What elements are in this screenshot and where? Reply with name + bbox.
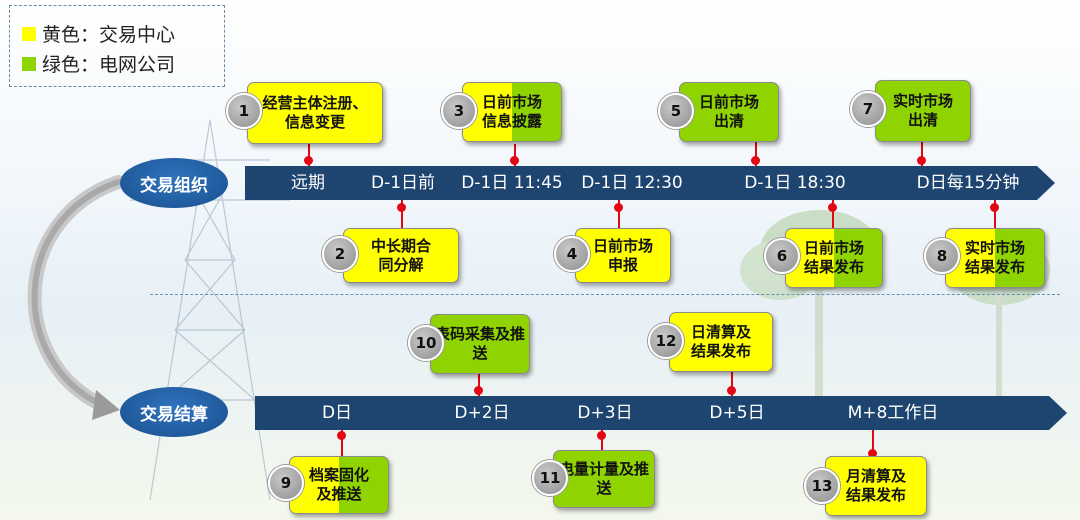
phase-label-organize: 交易组织: [120, 158, 228, 208]
step-text: 日清算及: [691, 323, 751, 341]
timeline-tick: 远期: [291, 166, 325, 200]
step-number-badge: 3: [441, 93, 477, 129]
timeline-tick: D+2日: [454, 396, 509, 430]
legend-item-yellow: 黄色：交易中心: [22, 20, 175, 47]
step-number-badge: 4: [554, 236, 590, 272]
connector-dot: [917, 156, 926, 165]
timeline-tick: D-1日前: [371, 166, 435, 200]
timeline-tick: D日: [322, 396, 352, 430]
step-number-badge: 13: [804, 468, 840, 504]
connector-dot: [614, 203, 623, 212]
step-text: 送: [596, 479, 611, 497]
step-box: 经营主体注册、信息变更: [247, 82, 383, 144]
connector-dot: [397, 203, 406, 212]
step-number-badge: 6: [764, 238, 800, 274]
connector-dot: [990, 203, 999, 212]
step-text: 日前市场: [804, 239, 864, 257]
step-text: 结果发布: [846, 486, 906, 504]
step-number-badge: 11: [532, 460, 568, 496]
phase-label-settle: 交易结算: [120, 387, 228, 437]
timeline-tick: D-1日 11:45: [461, 166, 562, 200]
step-number-badge: 12: [648, 323, 684, 359]
step-text: 月清算及: [846, 467, 906, 485]
step-number-badge: 2: [322, 236, 358, 272]
step-text: 出清: [908, 111, 938, 129]
step-text: 结果发布: [804, 258, 864, 276]
legend-item-green: 绿色：电网公司: [22, 50, 175, 77]
phase-divider: [150, 294, 1060, 295]
timeline-tick: M+8工作日: [848, 396, 939, 430]
step-box: 日前市场信息披露: [462, 82, 562, 142]
connector-dot: [727, 386, 736, 395]
step-text: 日前市场: [593, 237, 653, 255]
connector-dot: [751, 156, 760, 165]
connector-dot: [337, 431, 346, 440]
timeline-tick: D-1日 12:30: [581, 166, 682, 200]
step-text: 日前市场: [482, 93, 542, 111]
step-box: 电量计量及推送: [553, 450, 655, 508]
connector-dot: [510, 156, 519, 165]
step-text: 日前市场: [699, 93, 759, 111]
step-box: 表码采集及推送: [430, 314, 530, 374]
timeline-tick: D-1日 18:30: [744, 166, 845, 200]
connector-dot: [304, 156, 313, 165]
step-number-badge: 9: [268, 465, 304, 501]
step-box: 中长期合同分解: [343, 228, 459, 283]
step-text: 同分解: [378, 256, 423, 274]
step-box: 实时市场出清: [875, 80, 971, 142]
step-text: 经营主体注册、: [262, 94, 367, 112]
step-text: 送: [472, 344, 487, 362]
timeline-tick: D+5日: [709, 396, 764, 430]
legend-label-yellow: 黄色：交易中心: [42, 20, 175, 47]
step-number-badge: 7: [850, 91, 886, 127]
step-text: 档案固化: [309, 466, 369, 484]
step-text: 结果发布: [965, 258, 1025, 276]
step-text: 实时市场: [965, 239, 1025, 257]
step-number-badge: 1: [226, 93, 262, 129]
step-box: 实时市场结果发布: [945, 228, 1045, 288]
step-text: 电量计量及推: [559, 460, 649, 478]
legend-swatch-green: [22, 57, 36, 71]
step-number-badge: 5: [658, 93, 694, 129]
step-box: 日清算及结果发布: [669, 312, 773, 372]
step-box: 档案固化及推送: [289, 456, 389, 514]
step-text: 出清: [714, 112, 744, 130]
connector-dot: [474, 386, 483, 395]
legend-swatch-yellow: [22, 27, 36, 41]
step-text: 中长期合: [371, 237, 431, 255]
step-text: 实时市场: [893, 92, 953, 110]
step-text: 申报: [608, 256, 638, 274]
step-text: 表码采集及推: [435, 325, 525, 343]
step-box: 月清算及结果发布: [825, 456, 927, 516]
step-text: 信息变更: [285, 113, 345, 131]
step-text: 结果发布: [691, 342, 751, 360]
timeline-arrow-settle: [255, 396, 1067, 430]
step-number-badge: 10: [408, 325, 444, 361]
step-text: 信息披露: [482, 112, 542, 130]
step-text: 及推送: [316, 485, 361, 503]
legend-label-green: 绿色：电网公司: [42, 50, 175, 77]
connector-dot: [597, 431, 606, 440]
connector-dot: [828, 203, 837, 212]
legend: 黄色：交易中心 绿色：电网公司: [9, 5, 225, 87]
timeline-tick: D+3日: [577, 396, 632, 430]
step-box: 日前市场出清: [679, 82, 779, 142]
step-number-badge: 8: [924, 238, 960, 274]
timeline-tick: D日每15分钟: [917, 166, 1020, 200]
